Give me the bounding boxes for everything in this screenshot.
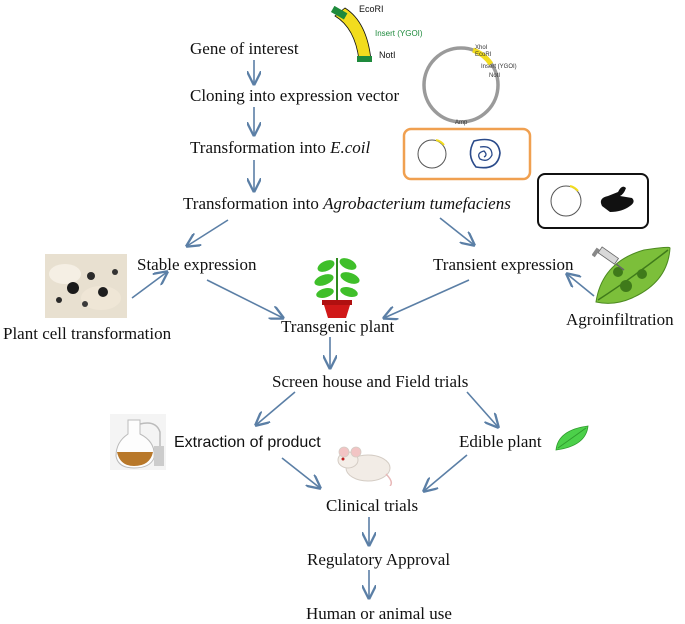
arrow-edible-to-clinical (424, 454, 468, 491)
arrow-plantcell-to-stable (131, 272, 167, 299)
step-transgenic-plant: Transgenic plant (281, 317, 395, 336)
arrow-extraction-to-clinical (281, 457, 320, 488)
vector-amp-label: Amp (455, 120, 468, 126)
extraction-flask-icon (110, 414, 166, 470)
arrow-agro-to-transient (439, 217, 474, 245)
step-agroinfiltration: Agroinfiltration (566, 310, 674, 329)
step-transformation-agro: Transformation into Agrobacterium tumefa… (183, 194, 511, 214)
insert-ecori-label: EcoRI (359, 4, 384, 14)
agroinfiltration-leaf-icon (592, 246, 671, 304)
step-cloning: Cloning into expression vector (190, 86, 400, 105)
arrow-screen-to-extraction (256, 391, 296, 425)
ecoli-prefix: Transformation into (190, 138, 331, 157)
gene-insert-graphic: EcoRI Insert (YGOI) NotI (330, 4, 423, 62)
ecoli-species: E.coil (330, 138, 371, 157)
arrow-agro-to-stable (187, 219, 229, 246)
ecoli-graphic-box (402, 127, 532, 181)
step-stable-expression: Stable expression (137, 255, 257, 274)
arrow-transient-to-transgenic (384, 279, 470, 318)
agro-species: Agrobacterium tumefaciens (323, 194, 511, 213)
insert-bottom-cap (357, 56, 372, 62)
arrow-screen-to-edible (466, 391, 498, 427)
step-human-animal-use: Human or animal use (306, 604, 452, 623)
step-plant-cell-transformation: Plant cell transformation (3, 324, 172, 343)
vector-noti-label: NotI (489, 73, 500, 79)
plant-cell-culture-image (45, 254, 127, 318)
step-edible-plant: Edible plant (459, 432, 542, 451)
step-extraction: Extraction of product (174, 434, 321, 451)
insert-ygoi-label: Insert (YGOI) (375, 29, 423, 38)
vector-ecori-label: EcoRI (475, 52, 492, 58)
step-screen-house: Screen house and Field trials (272, 372, 469, 391)
arrow-agroinfiltration-to-transient (567, 274, 595, 297)
clinical-mouse-icon (337, 446, 393, 486)
vector-xhoi-label: XhoI (475, 45, 488, 51)
step-gene-of-interest: Gene of interest (190, 39, 299, 58)
insert-top-cap (330, 5, 348, 20)
edible-leaf-icon (555, 425, 589, 451)
vector-insert-label: Insert (YGOI) (481, 64, 517, 70)
step-transformation-ecoli: Transformation into E.coil (190, 138, 370, 158)
step-regulatory-approval: Regulatory Approval (307, 550, 451, 569)
arrow-stable-to-transgenic (206, 279, 283, 318)
agro-prefix: Transformation into (183, 194, 324, 213)
agrobacterium-graphic-box (537, 173, 649, 229)
insert-noti-label: NotI (379, 50, 396, 60)
expression-vector-graphic: XhoI EcoRI Insert (YGOI) NotI Amp (422, 45, 517, 126)
transgenic-plant-icon (314, 258, 360, 318)
step-clinical-trials: Clinical trials (326, 496, 419, 515)
step-transient-expression: Transient expression (433, 255, 574, 274)
